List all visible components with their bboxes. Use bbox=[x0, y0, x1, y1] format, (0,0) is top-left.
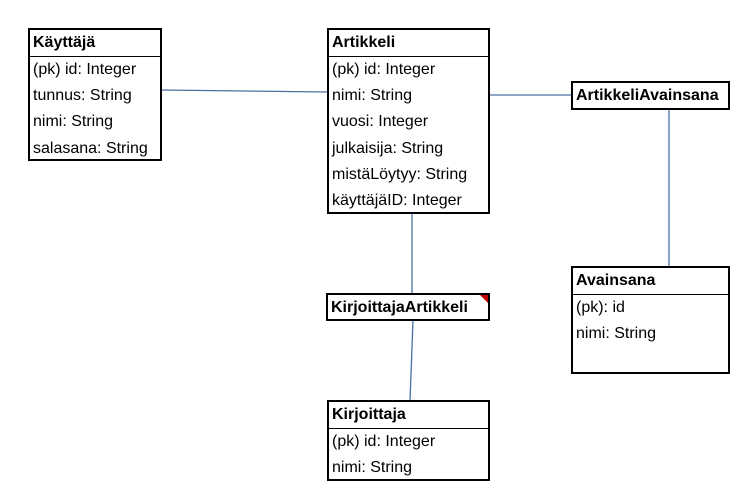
entity-avainsana: Avainsana (pk): id nimi: String bbox=[571, 266, 730, 374]
entity-title: Avainsana bbox=[573, 268, 728, 295]
entity-artikkeliavainsana: ArtikkeliAvainsana bbox=[571, 81, 730, 110]
attribute-row: mistäLöytyy: String bbox=[332, 165, 468, 183]
attribute-row: vuosi: Integer bbox=[332, 113, 429, 131]
attribute-row: julkaisija: String bbox=[332, 139, 444, 157]
entity-kirjoittaja: Kirjoittaja (pk) id: Integer nimi: Strin… bbox=[327, 400, 490, 481]
attribute-row: nimi: String bbox=[332, 87, 413, 105]
entity-kirjoittajaartikkeli: KirjoittajaArtikkeli bbox=[326, 293, 490, 321]
entity-title: Käyttäjä bbox=[30, 30, 160, 57]
connector-kirjoittajaartikkeli-kirjoittaja bbox=[409, 319, 414, 402]
entity-artikkeli: Artikkeli (pk) id: Integer nimi: String … bbox=[327, 28, 490, 214]
attribute-row: tunnus: String bbox=[33, 87, 132, 105]
attribute-row: käyttäjäID: Integer bbox=[332, 192, 462, 210]
attribute-row: (pk) id: Integer bbox=[332, 433, 436, 450]
attribute-row: salasana: String bbox=[33, 139, 148, 157]
comment-marker-icon bbox=[480, 295, 488, 303]
entity-title: Kirjoittaja bbox=[329, 402, 488, 429]
attribute-row: (pk) id: Integer bbox=[332, 61, 436, 78]
entity-kayttaja: Käyttäjä (pk) id: Integer tunnus: String… bbox=[28, 28, 162, 161]
attribute-row: (pk) id: Integer bbox=[33, 61, 137, 78]
entity-title: ArtikkeliAvainsana bbox=[576, 87, 719, 104]
entity-title: Artikkeli bbox=[329, 30, 488, 57]
connector-kayttaja-artikkeli bbox=[160, 89, 329, 93]
attribute-row: nimi: String bbox=[576, 325, 657, 343]
attribute-row: (pk): id bbox=[576, 299, 625, 316]
attribute-row: nimi: String bbox=[332, 459, 413, 477]
attribute-row: nimi: String bbox=[33, 113, 114, 131]
entity-title: KirjoittajaArtikkeli bbox=[331, 299, 468, 316]
